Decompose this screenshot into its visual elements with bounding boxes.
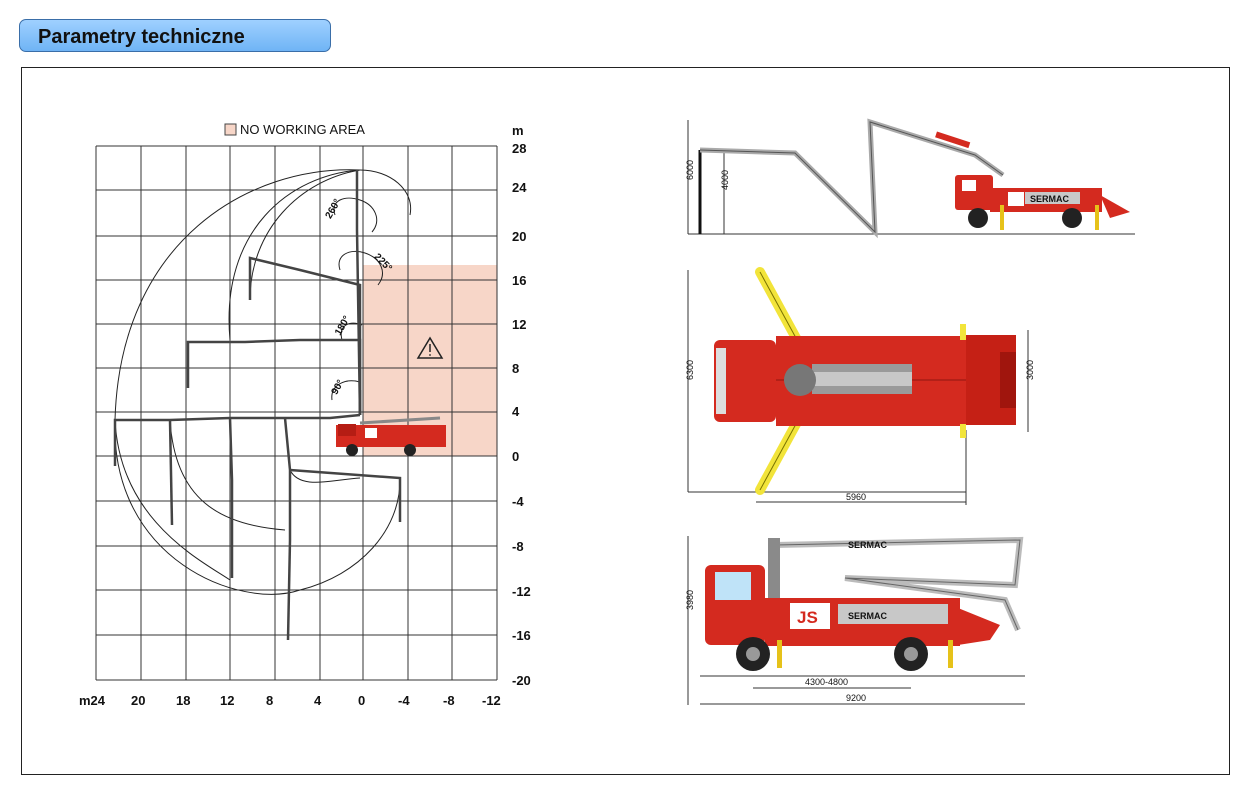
y-tick: 8 xyxy=(512,361,519,376)
x-tick: 18 xyxy=(176,693,190,708)
brand-label-body: SERMAC xyxy=(848,611,888,621)
brand-label-boom: SERMAC xyxy=(848,540,888,550)
boom-positions xyxy=(113,170,402,641)
no-working-area-zone xyxy=(363,265,497,456)
x-tick: -8 xyxy=(443,693,455,708)
y-axis-ticks: 28 24 20 16 12 8 4 0 -4 -8 -12 -16 -20 xyxy=(512,141,531,688)
dim-5960: 5960 xyxy=(846,492,866,502)
dim-6300: 6300 xyxy=(685,360,695,380)
section-title-tab: Parametry techniczne xyxy=(19,19,331,52)
y-tick: -8 xyxy=(512,539,524,554)
reach-envelope-curves xyxy=(114,169,412,595)
chart-truck-icon xyxy=(336,416,446,456)
x-tick: 12 xyxy=(220,693,234,708)
x-tick: 20 xyxy=(131,693,145,708)
x-tick: 4 xyxy=(314,693,322,708)
dim-4300-4800: 4300-4800 xyxy=(805,677,848,687)
side-view-travel: 3980 4300-4800 9200 SERMAC SERMAC JS xyxy=(685,536,1025,705)
y-tick: -16 xyxy=(512,628,531,643)
warning-triangle-icon xyxy=(416,336,444,359)
y-tick: 24 xyxy=(512,180,527,195)
y-tick: -12 xyxy=(512,584,531,599)
y-tick: 28 xyxy=(512,141,526,156)
y-tick: 20 xyxy=(512,229,526,244)
dim-6000: 6000 xyxy=(685,160,695,180)
legend-swatch xyxy=(224,123,237,136)
y-tick: -4 xyxy=(512,494,524,509)
chart-grid xyxy=(95,145,498,681)
y-tick: 0 xyxy=(512,449,519,464)
y-tick: 16 xyxy=(512,273,526,288)
x-tick: -12 xyxy=(482,693,501,708)
y-axis-unit: m xyxy=(512,123,524,138)
legend-label: NO WORKING AREA xyxy=(240,122,365,137)
dim-9200: 9200 xyxy=(846,693,866,703)
brand-label-top: SERMAC xyxy=(1030,194,1070,204)
x-axis-ticks: m24 20 18 12 8 4 0 -4 -8 -12 xyxy=(79,693,501,708)
angle-label-180: 180° xyxy=(333,314,353,337)
x-tick: 8 xyxy=(266,693,273,708)
js-logo: JS xyxy=(797,608,818,627)
x-axis-unit: m24 xyxy=(79,693,106,708)
x-tick: -4 xyxy=(398,693,410,708)
content-frame xyxy=(21,67,1230,775)
side-view-boom-extended: 6000 4000 SERMAC xyxy=(685,118,1135,239)
angle-label-260: 260° xyxy=(324,197,344,220)
y-tick: 12 xyxy=(512,317,526,332)
dim-3980: 3980 xyxy=(685,590,695,610)
y-tick: -20 xyxy=(512,673,531,688)
section-title: Parametry techniczne xyxy=(38,26,245,48)
dim-4000: 4000 xyxy=(720,170,730,190)
reach-chart: NO WORKING AREA 260° 225° 180° 90° m 28 … xyxy=(79,122,531,708)
y-tick: 4 xyxy=(512,404,520,419)
dim-3000: 3000 xyxy=(1025,360,1035,380)
x-tick: 0 xyxy=(358,693,365,708)
top-view-outriggers: 6300 3000 5960 xyxy=(685,267,1035,505)
